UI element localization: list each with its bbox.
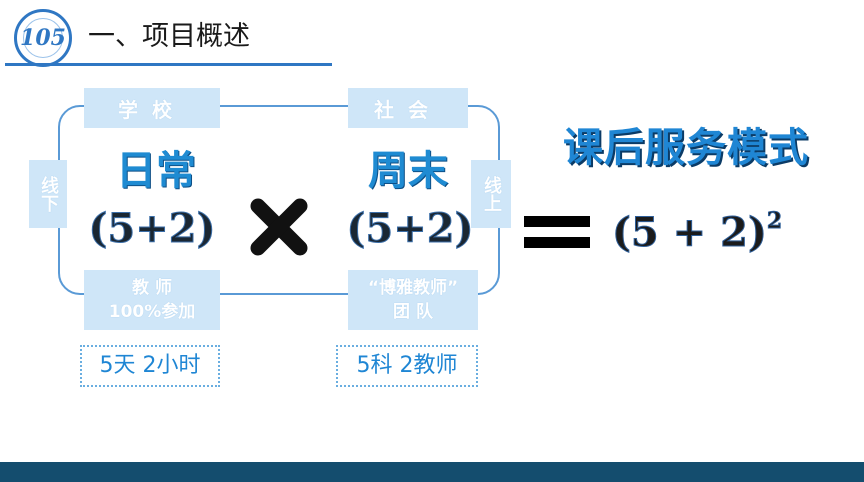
weekend-formula: (5+2) xyxy=(346,205,474,252)
tag-online: 线上 xyxy=(471,160,511,228)
daily-formula: (5+2) xyxy=(88,205,216,252)
tag-team-line2: 团 队 xyxy=(393,302,433,322)
tag-teachers: 教 师 100%参加 xyxy=(84,270,220,330)
model-formula-base: (5 + 2) xyxy=(612,209,768,257)
weekend-label: 周末 xyxy=(368,148,448,194)
model-formula-exponent: 2 xyxy=(766,208,783,235)
model-title: 课后服务模式 xyxy=(563,125,809,171)
tag-society: 社会 xyxy=(348,88,468,128)
multiply-icon xyxy=(250,198,308,256)
tag-teachers-line2: 100%参加 xyxy=(108,302,196,322)
tag-team: “博雅教师” 团 队 xyxy=(348,270,478,330)
footer-bar xyxy=(0,462,864,482)
tag-offline: 线下 xyxy=(29,160,67,228)
logo-ring xyxy=(23,18,63,58)
title-underline xyxy=(5,63,332,66)
equals-icon xyxy=(524,216,590,227)
note-weekend: 5科 2教师 xyxy=(336,345,478,387)
note-daily: 5天 2小时 xyxy=(80,345,220,387)
tag-teachers-line1: 教 师 xyxy=(132,278,172,298)
page-title: 一、项目概述 xyxy=(88,21,250,52)
tag-school: 学校 xyxy=(84,88,220,128)
model-formula: (5 + 2)2 xyxy=(612,196,783,258)
tag-team-line1: “博雅教师” xyxy=(367,278,459,298)
equals-icon-bar xyxy=(524,237,590,248)
logo-text: 105 xyxy=(20,25,66,51)
daily-label: 日常 xyxy=(116,148,196,194)
school-logo: 105 xyxy=(14,9,72,67)
